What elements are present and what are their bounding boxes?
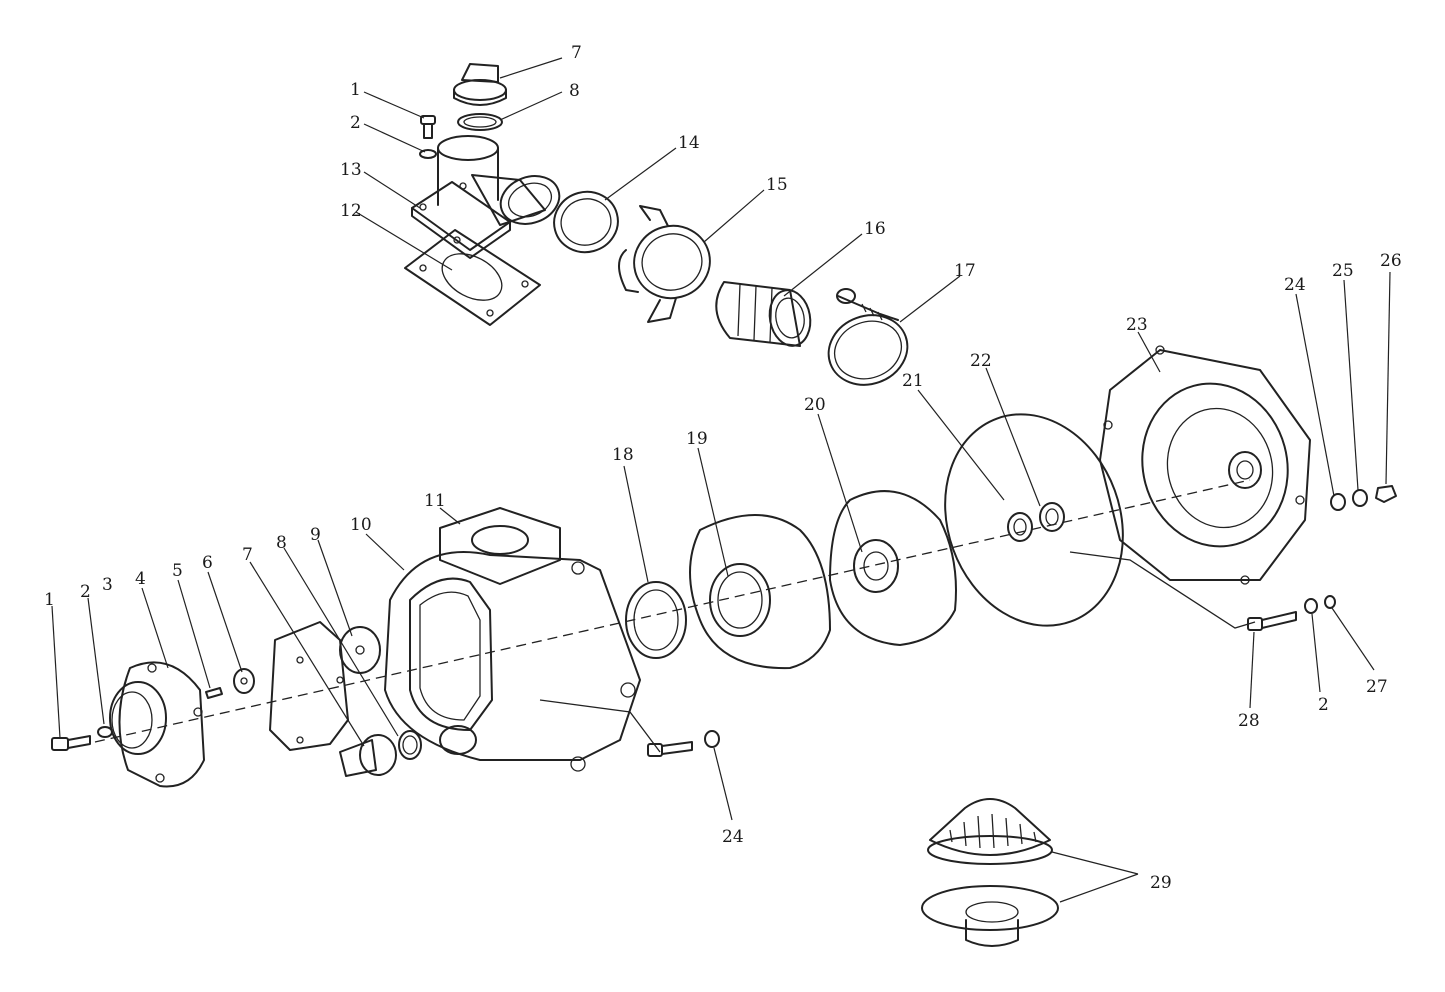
part-2-washer-left: [97, 726, 113, 738]
part-27-nut: [1324, 595, 1336, 609]
label-2-left: 2: [80, 582, 91, 602]
label-22: 22: [970, 351, 992, 371]
part-13-outlet-elbow: [411, 135, 561, 259]
label-25: 25: [1332, 261, 1354, 281]
label-9: 9: [310, 525, 321, 545]
part-20-impeller: [829, 490, 957, 646]
part-28-bolt: [1247, 611, 1297, 631]
part-labels: 1 2 13 12 7 8 14 15 16 17 23 24 25 26 21…: [44, 43, 1402, 893]
part-7-fill-cap-top: [453, 63, 507, 106]
part-15-coupling-nut: [618, 205, 711, 323]
label-19: 19: [686, 429, 708, 449]
label-5: 5: [172, 561, 183, 581]
label-23: 23: [1126, 315, 1148, 335]
label-1-top: 1: [350, 80, 361, 100]
label-1-left: 1: [44, 590, 55, 610]
label-26: 26: [1380, 251, 1402, 271]
label-7-bottom: 7: [242, 545, 253, 565]
label-4: 4: [135, 569, 146, 589]
label-15: 15: [766, 175, 788, 195]
part-14-gasket-ring: [553, 190, 619, 254]
part-25-lock-washer: [1352, 489, 1368, 507]
part-29-strainer: [921, 798, 1059, 947]
label-10: 10: [350, 515, 372, 535]
label-7-top: 7: [571, 43, 582, 63]
label-3: 3: [102, 575, 113, 595]
label-2-top: 2: [350, 113, 361, 133]
part-21-large-oring: [944, 413, 1124, 627]
label-13: 13: [340, 160, 362, 180]
part-19-volute-plate: [689, 514, 831, 670]
part-3-inlet-flange: [109, 661, 205, 788]
part-16-hose-barb: [715, 281, 812, 347]
part-24-washer-bottom: [704, 730, 720, 748]
label-24-right: 24: [1284, 275, 1306, 295]
label-17: 17: [954, 261, 976, 281]
part-24-washer-right: [1330, 493, 1346, 511]
label-8-top: 8: [569, 81, 580, 101]
part-6-valve-plate: [269, 621, 349, 751]
label-24-bottom: 24: [722, 827, 744, 847]
label-27: 27: [1366, 677, 1388, 697]
part-7-drain-cap: [339, 734, 397, 777]
label-12: 12: [340, 201, 362, 221]
part-23-back-cover: [1099, 345, 1311, 585]
label-29: 29: [1150, 873, 1172, 893]
label-18: 18: [612, 445, 634, 465]
part-1-bolt-top: [420, 115, 436, 139]
part-18-wear-ring: [625, 581, 687, 659]
part-5-washer: [233, 668, 255, 694]
leader-lines: [51, 57, 1391, 903]
label-28: 28: [1238, 711, 1260, 731]
part-17-hose-clamp: [827, 288, 909, 386]
part-2-washer-top: [419, 149, 437, 159]
part-8-oring: [398, 730, 422, 760]
part-1-bolt-left: [51, 735, 91, 751]
label-8-bottom: 8: [276, 533, 287, 553]
label-2-right: 2: [1318, 695, 1329, 715]
part-12-gasket: [404, 229, 541, 326]
part-22-mechanical-seal: [1007, 502, 1065, 542]
label-20: 20: [804, 395, 826, 415]
label-16: 16: [864, 219, 886, 239]
part-2-washer-right: [1304, 598, 1318, 614]
label-21: 21: [902, 371, 924, 391]
label-14: 14: [678, 133, 700, 153]
label-6: 6: [202, 553, 213, 573]
part-10-pump-casing: [384, 507, 641, 772]
part-8-oring-top: [457, 113, 503, 131]
label-11: 11: [424, 491, 446, 511]
part-26-nut: [1375, 485, 1397, 503]
part-bolt-casing: [647, 741, 693, 757]
part-4-screw: [205, 687, 223, 699]
